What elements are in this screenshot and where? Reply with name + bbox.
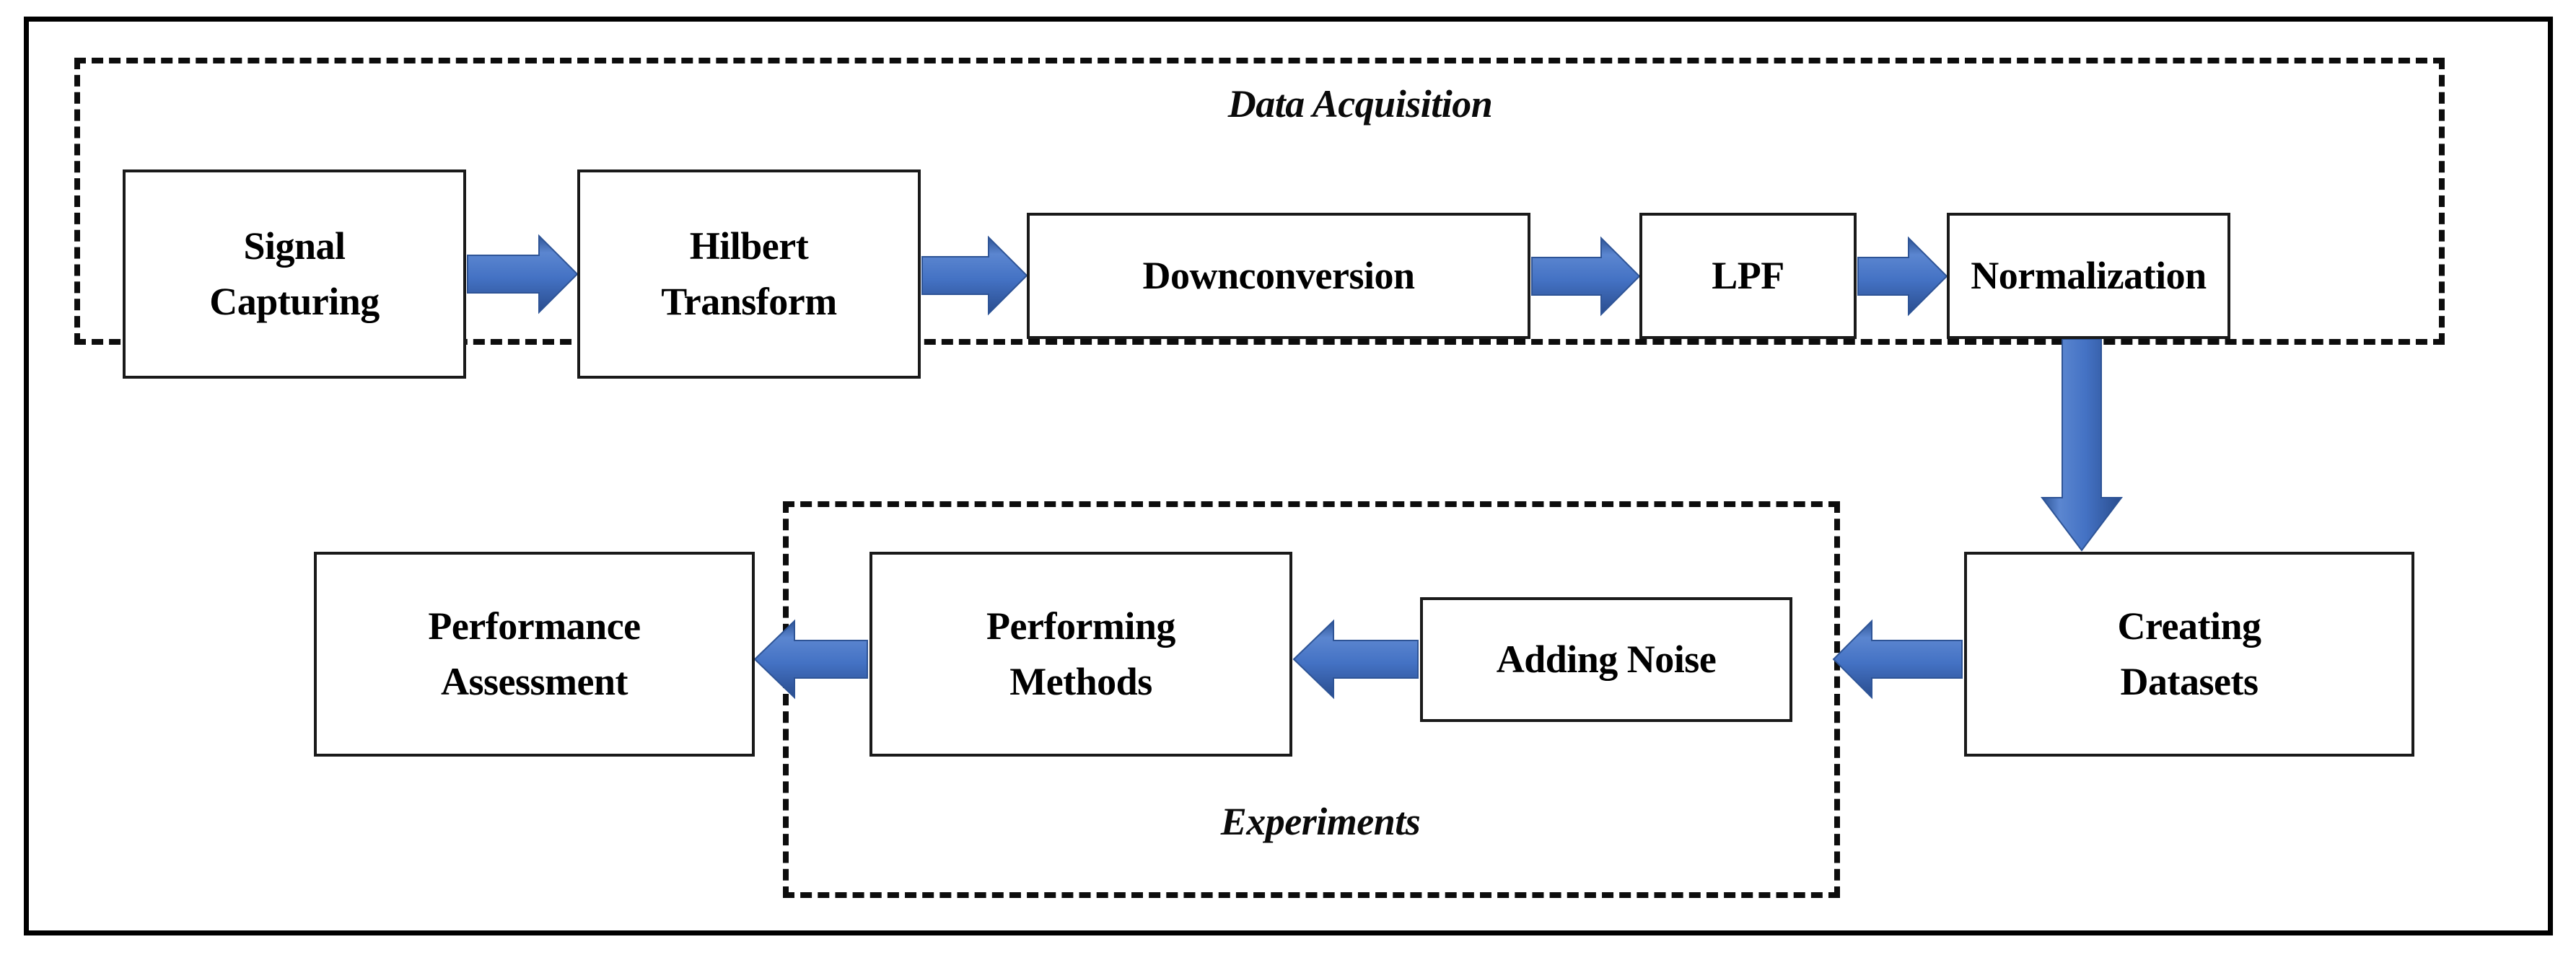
node-label: Hilbert Transform	[661, 219, 837, 329]
node-label: Performing Methods	[986, 599, 1175, 709]
diagram-outer-frame	[24, 17, 2553, 935]
group-data-acquisition	[74, 58, 2445, 345]
node-label-line1: Performing	[986, 604, 1175, 648]
node-label: Performance Assessment	[428, 599, 641, 709]
node-normalization[interactable]: Normalization	[1947, 213, 2230, 339]
node-label: Creating Datasets	[2118, 599, 2261, 709]
node-lpf[interactable]: LPF	[1639, 213, 1857, 339]
node-label: Signal Capturing	[209, 219, 380, 329]
node-label: Downconversion	[1142, 248, 1415, 304]
node-performance-assessment[interactable]: Performance Assessment	[314, 552, 755, 757]
node-label-line1: LPF	[1712, 254, 1784, 298]
node-label: Adding Noise	[1497, 632, 1717, 687]
node-performing-methods[interactable]: Performing Methods	[869, 552, 1292, 757]
node-signal-capturing[interactable]: Signal Capturing	[123, 169, 466, 379]
group-experiments	[783, 501, 1840, 898]
node-label-line2: Assessment	[440, 660, 628, 703]
node-label: LPF	[1712, 248, 1784, 304]
node-label-line2: Methods	[1009, 660, 1152, 703]
node-adding-noise[interactable]: Adding Noise	[1420, 597, 1792, 722]
node-creating-datasets[interactable]: Creating Datasets	[1964, 552, 2414, 757]
node-label: Normalization	[1971, 248, 2207, 304]
node-label-line1: Signal	[243, 224, 346, 268]
node-label-line1: Creating	[2117, 604, 2261, 648]
node-hilbert-transform[interactable]: Hilbert Transform	[577, 169, 921, 379]
node-label-line1: Hilbert	[689, 224, 809, 268]
group-label-data-acquisition: Data Acquisition	[1227, 82, 1493, 125]
node-label-line1: Normalization	[1971, 254, 2207, 298]
node-label-line1: Performance	[428, 604, 641, 648]
node-label-line2: Capturing	[209, 280, 380, 323]
group-label-experiments: Experiments	[1220, 800, 1421, 843]
node-label-line2: Transform	[661, 280, 837, 323]
node-downconversion[interactable]: Downconversion	[1027, 213, 1530, 339]
node-label-line1: Adding Noise	[1496, 638, 1717, 682]
node-label-line1: Downconversion	[1142, 254, 1415, 298]
node-label-line2: Datasets	[2120, 660, 2259, 703]
